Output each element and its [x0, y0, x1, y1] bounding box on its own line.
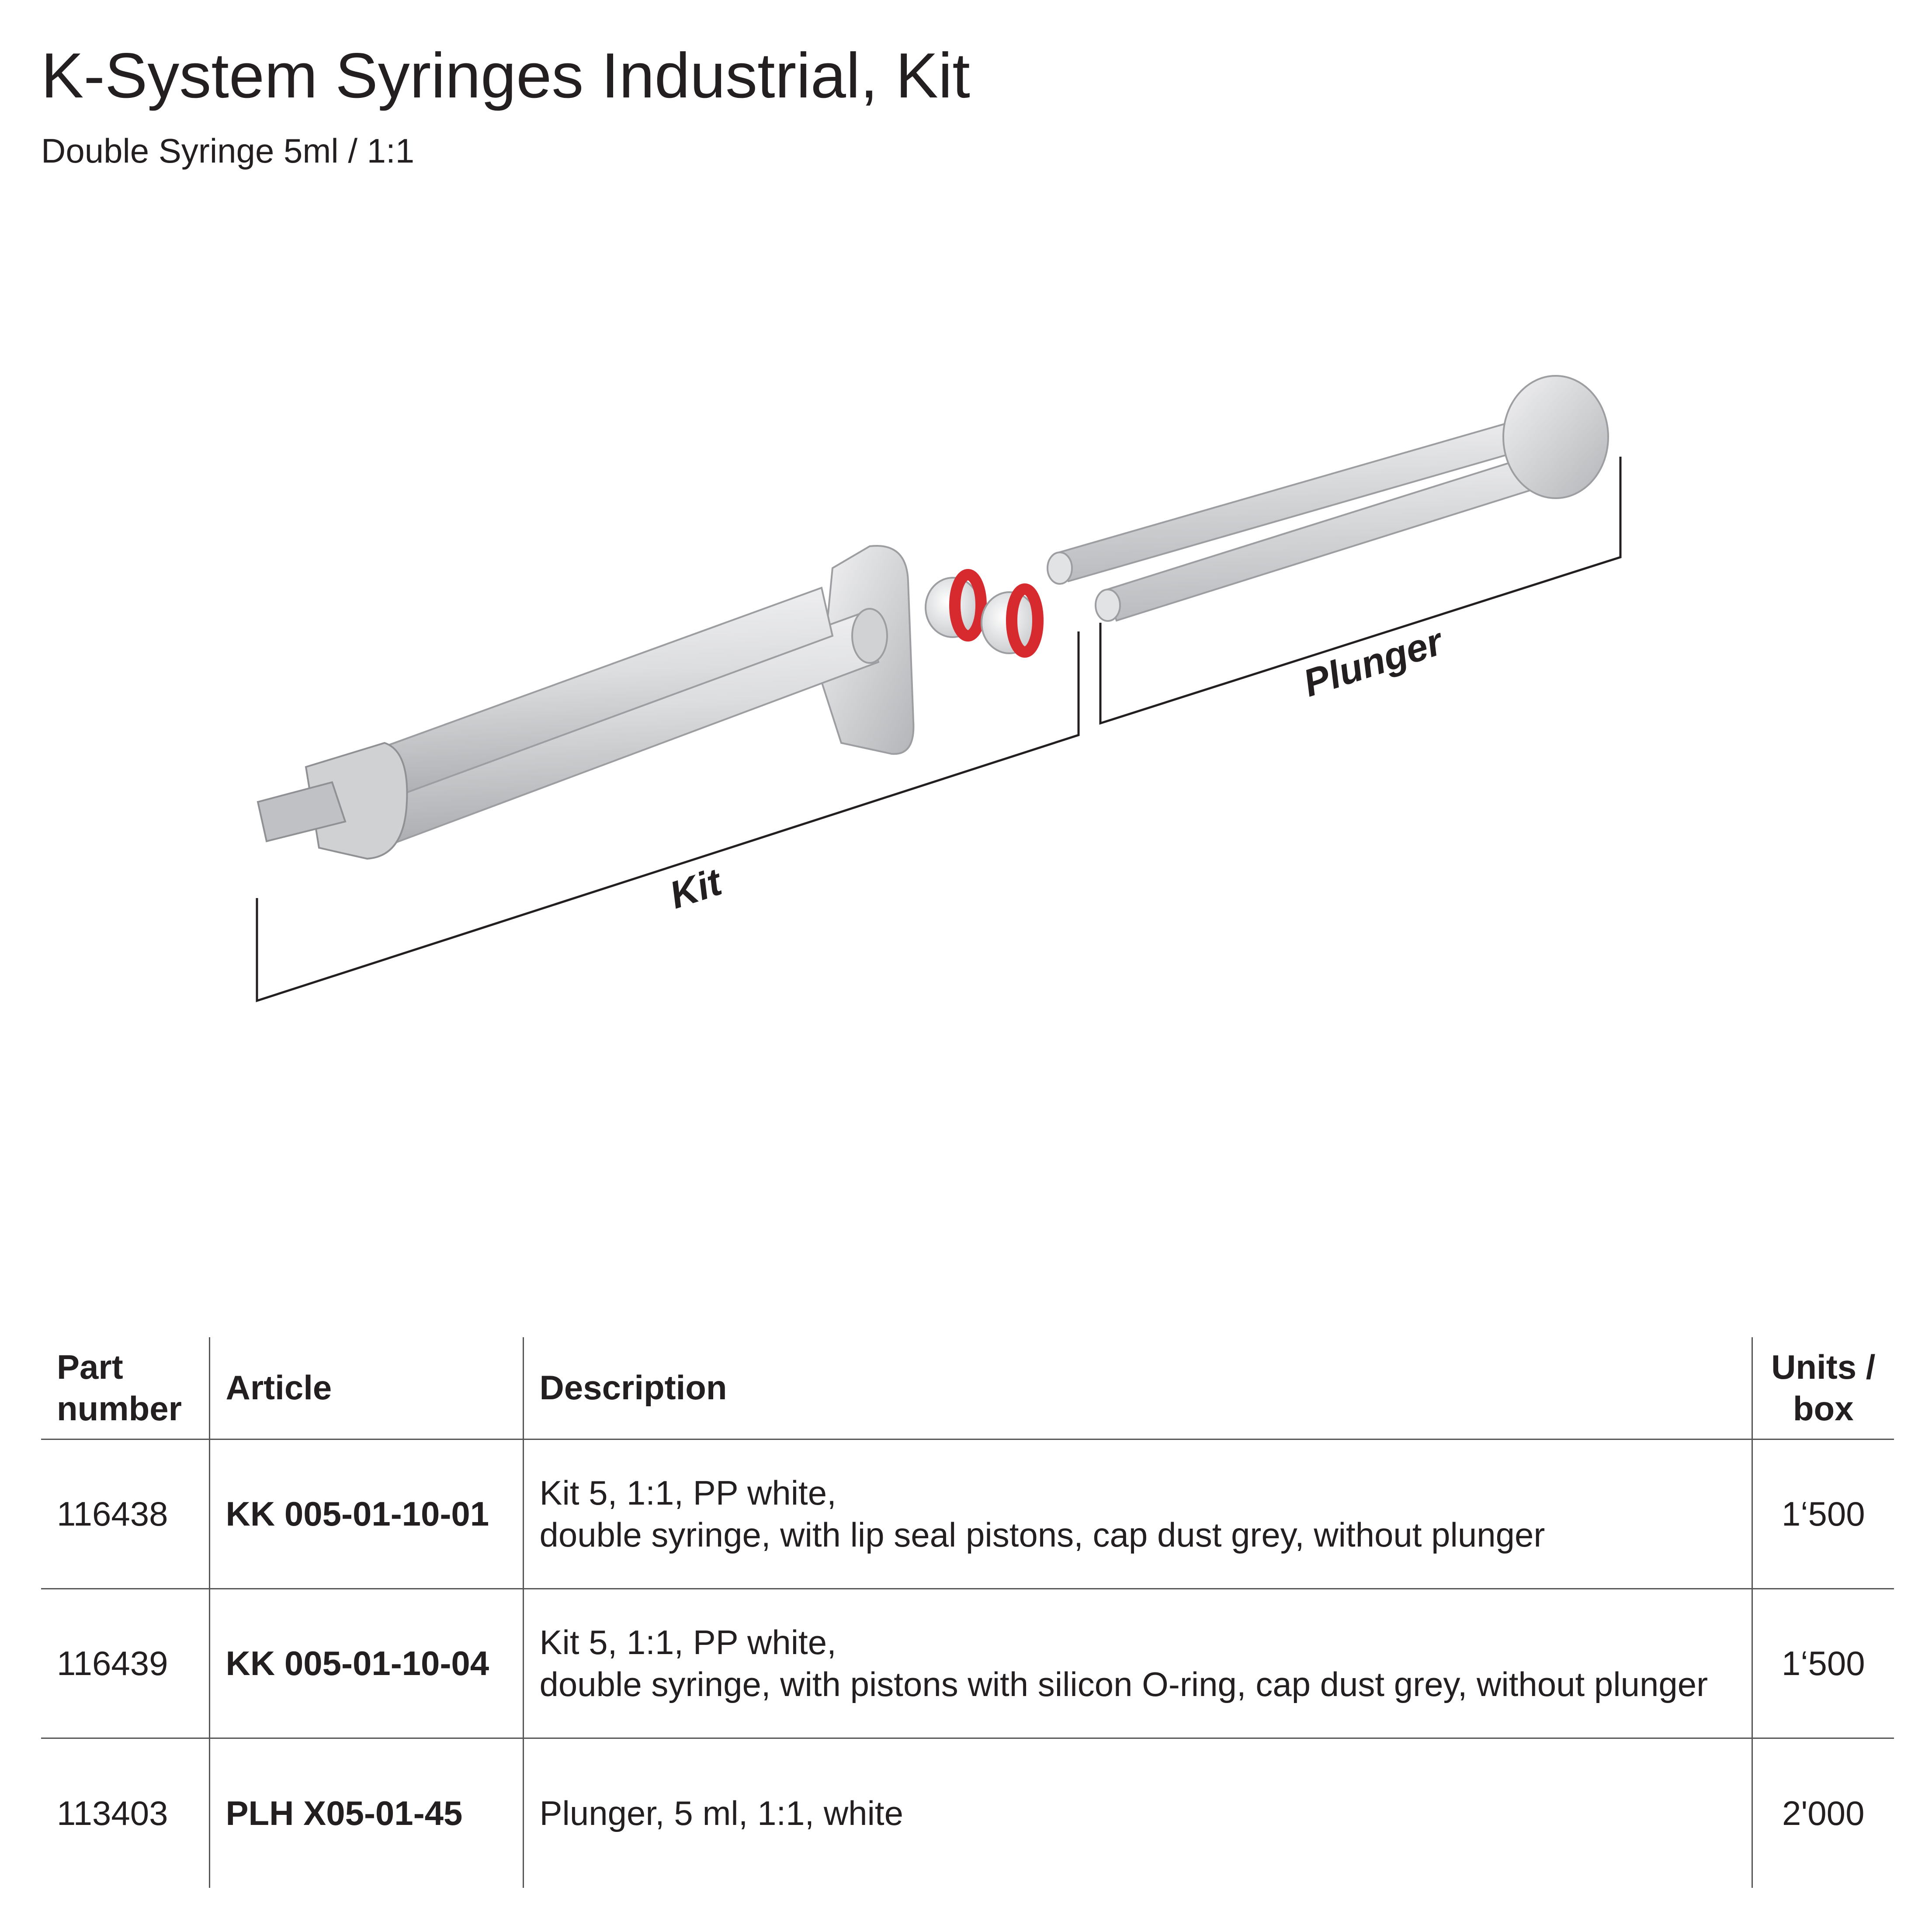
col-header-description: Description: [523, 1337, 1753, 1440]
kit-dimension-bracket: [256, 631, 1080, 1002]
col-header-units-line2: box: [1793, 1389, 1854, 1428]
col-header-part-number-line2: number: [57, 1389, 182, 1428]
plunger: [1047, 375, 1609, 622]
cell-article: KK 005-01-10-04: [209, 1589, 524, 1739]
col-header-article: Article: [209, 1337, 524, 1440]
plunger-tip-lower: [1095, 589, 1121, 622]
col-header-part-number: Part number: [41, 1337, 210, 1440]
cell-article: KK 005-01-10-01: [209, 1439, 524, 1589]
page-subtitle: Double Syringe 5ml / 1:1: [41, 132, 415, 170]
kit-outlet-cap: [305, 742, 408, 860]
cell-units: 1‘500: [1752, 1439, 1894, 1589]
col-header-units-line1: Units /: [1771, 1347, 1876, 1386]
product-illustration: Kit Plunger: [256, 375, 1622, 1002]
cell-description: Kit 5, 1:1, PP white, double syringe, wi…: [523, 1439, 1753, 1589]
table-row: 116439 KK 005-01-10-04 Kit 5, 1:1, PP wh…: [41, 1589, 1894, 1739]
cell-description-line1: Plunger, 5 ml, 1:1, white: [539, 1793, 903, 1832]
pistons: [925, 569, 1044, 658]
col-header-part-number-line1: Part: [57, 1347, 123, 1386]
kit-label: Kit: [664, 860, 728, 917]
piston-2-seal: [1006, 583, 1044, 658]
kit-syringe: [257, 545, 915, 860]
parts-table: Part number Article Description Units / …: [41, 1337, 1894, 1888]
table-row: 116438 KK 005-01-10-01 Kit 5, 1:1, PP wh…: [41, 1439, 1894, 1589]
cell-part-number: 116439: [41, 1589, 210, 1739]
plunger-head: [1502, 375, 1609, 499]
cell-article: PLH X05-01-45: [209, 1738, 524, 1888]
plunger-tip-upper: [1047, 552, 1073, 585]
table-header-row: Part number Article Description Units / …: [41, 1337, 1894, 1440]
cell-description-line1: Kit 5, 1:1, PP white,: [539, 1623, 836, 1662]
cell-description-line1: Kit 5, 1:1, PP white,: [539, 1474, 836, 1512]
cell-description: Plunger, 5 ml, 1:1, white: [523, 1738, 1753, 1888]
cell-units: 2'000: [1782, 1793, 1865, 1832]
col-header-units: Units / box: [1752, 1337, 1894, 1440]
cell-units: 1‘500: [1752, 1589, 1894, 1739]
cell-part-number: 116438: [41, 1439, 210, 1589]
kit-barrel-end: [851, 608, 888, 664]
page-title: K-System Syringes Industrial, Kit: [41, 40, 970, 111]
cell-description: Kit 5, 1:1, PP white, double syringe, wi…: [523, 1589, 1753, 1739]
cell-part-number: 113403: [41, 1738, 210, 1888]
cell-description-line2: double syringe, with lip seal pistons, c…: [539, 1515, 1545, 1554]
table-row: 113403 PLH X05-01-45 Plunger, 5 ml, 1:1,…: [41, 1738, 1894, 1888]
plunger-label: Plunger: [1298, 619, 1450, 705]
plunger-dimension-bracket: [1099, 457, 1622, 725]
piston-1-seal: [949, 569, 987, 642]
kit-outlet-tab: [257, 781, 347, 843]
cell-description-line2: double syringe, with pistons with silico…: [539, 1665, 1708, 1703]
